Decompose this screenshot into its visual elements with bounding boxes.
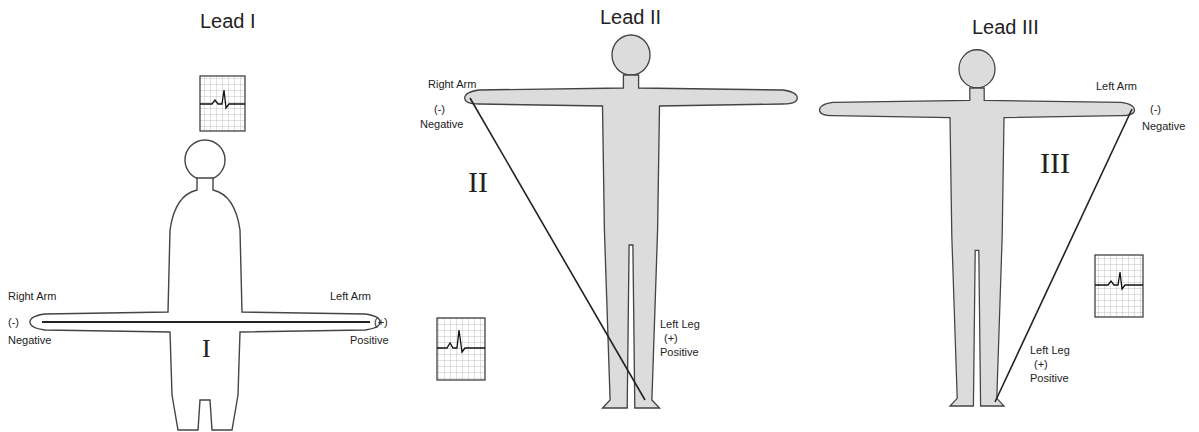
polarity-label: Negative bbox=[420, 118, 463, 131]
electrode-label: Left Leg bbox=[660, 318, 700, 331]
human-figure bbox=[820, 50, 1135, 406]
lead-title: Lead III bbox=[972, 16, 1039, 39]
electrode-label: Left Arm bbox=[1096, 80, 1137, 93]
polarity-label: Negative bbox=[1142, 120, 1185, 133]
polarity-label: Positive bbox=[350, 334, 389, 347]
lead-title: Lead II bbox=[600, 6, 661, 29]
human-figure bbox=[30, 140, 380, 430]
polarity-sign: (-) bbox=[1150, 103, 1161, 116]
polarity-sign: (-) bbox=[434, 103, 445, 116]
polarity-label: Positive bbox=[660, 346, 699, 359]
lead-title: Lead I bbox=[200, 10, 256, 33]
polarity-label: Negative bbox=[8, 334, 51, 347]
lead-numeral: III bbox=[1040, 146, 1070, 181]
polarity-label: Positive bbox=[1030, 372, 1069, 385]
electrode-label: Left Arm bbox=[330, 290, 371, 303]
polarity-sign: (-) bbox=[8, 316, 19, 329]
polarity-sign: (+) bbox=[664, 332, 678, 345]
lead-line bbox=[42, 321, 370, 323]
polarity-sign: (+) bbox=[1034, 358, 1048, 371]
human-figure bbox=[465, 35, 798, 408]
ecg-strip bbox=[200, 76, 245, 131]
lead-numeral: II bbox=[468, 165, 488, 200]
lead-numeral: I bbox=[202, 334, 211, 364]
ecg-strip bbox=[1095, 255, 1143, 317]
electrode-label: Right Arm bbox=[428, 78, 476, 91]
polarity-sign: (+) bbox=[374, 316, 388, 329]
lead-line bbox=[470, 98, 645, 400]
electrode-label: Right Arm bbox=[8, 290, 56, 303]
electrode-label: Left Leg bbox=[1030, 344, 1070, 357]
ecg-strip bbox=[437, 318, 485, 380]
